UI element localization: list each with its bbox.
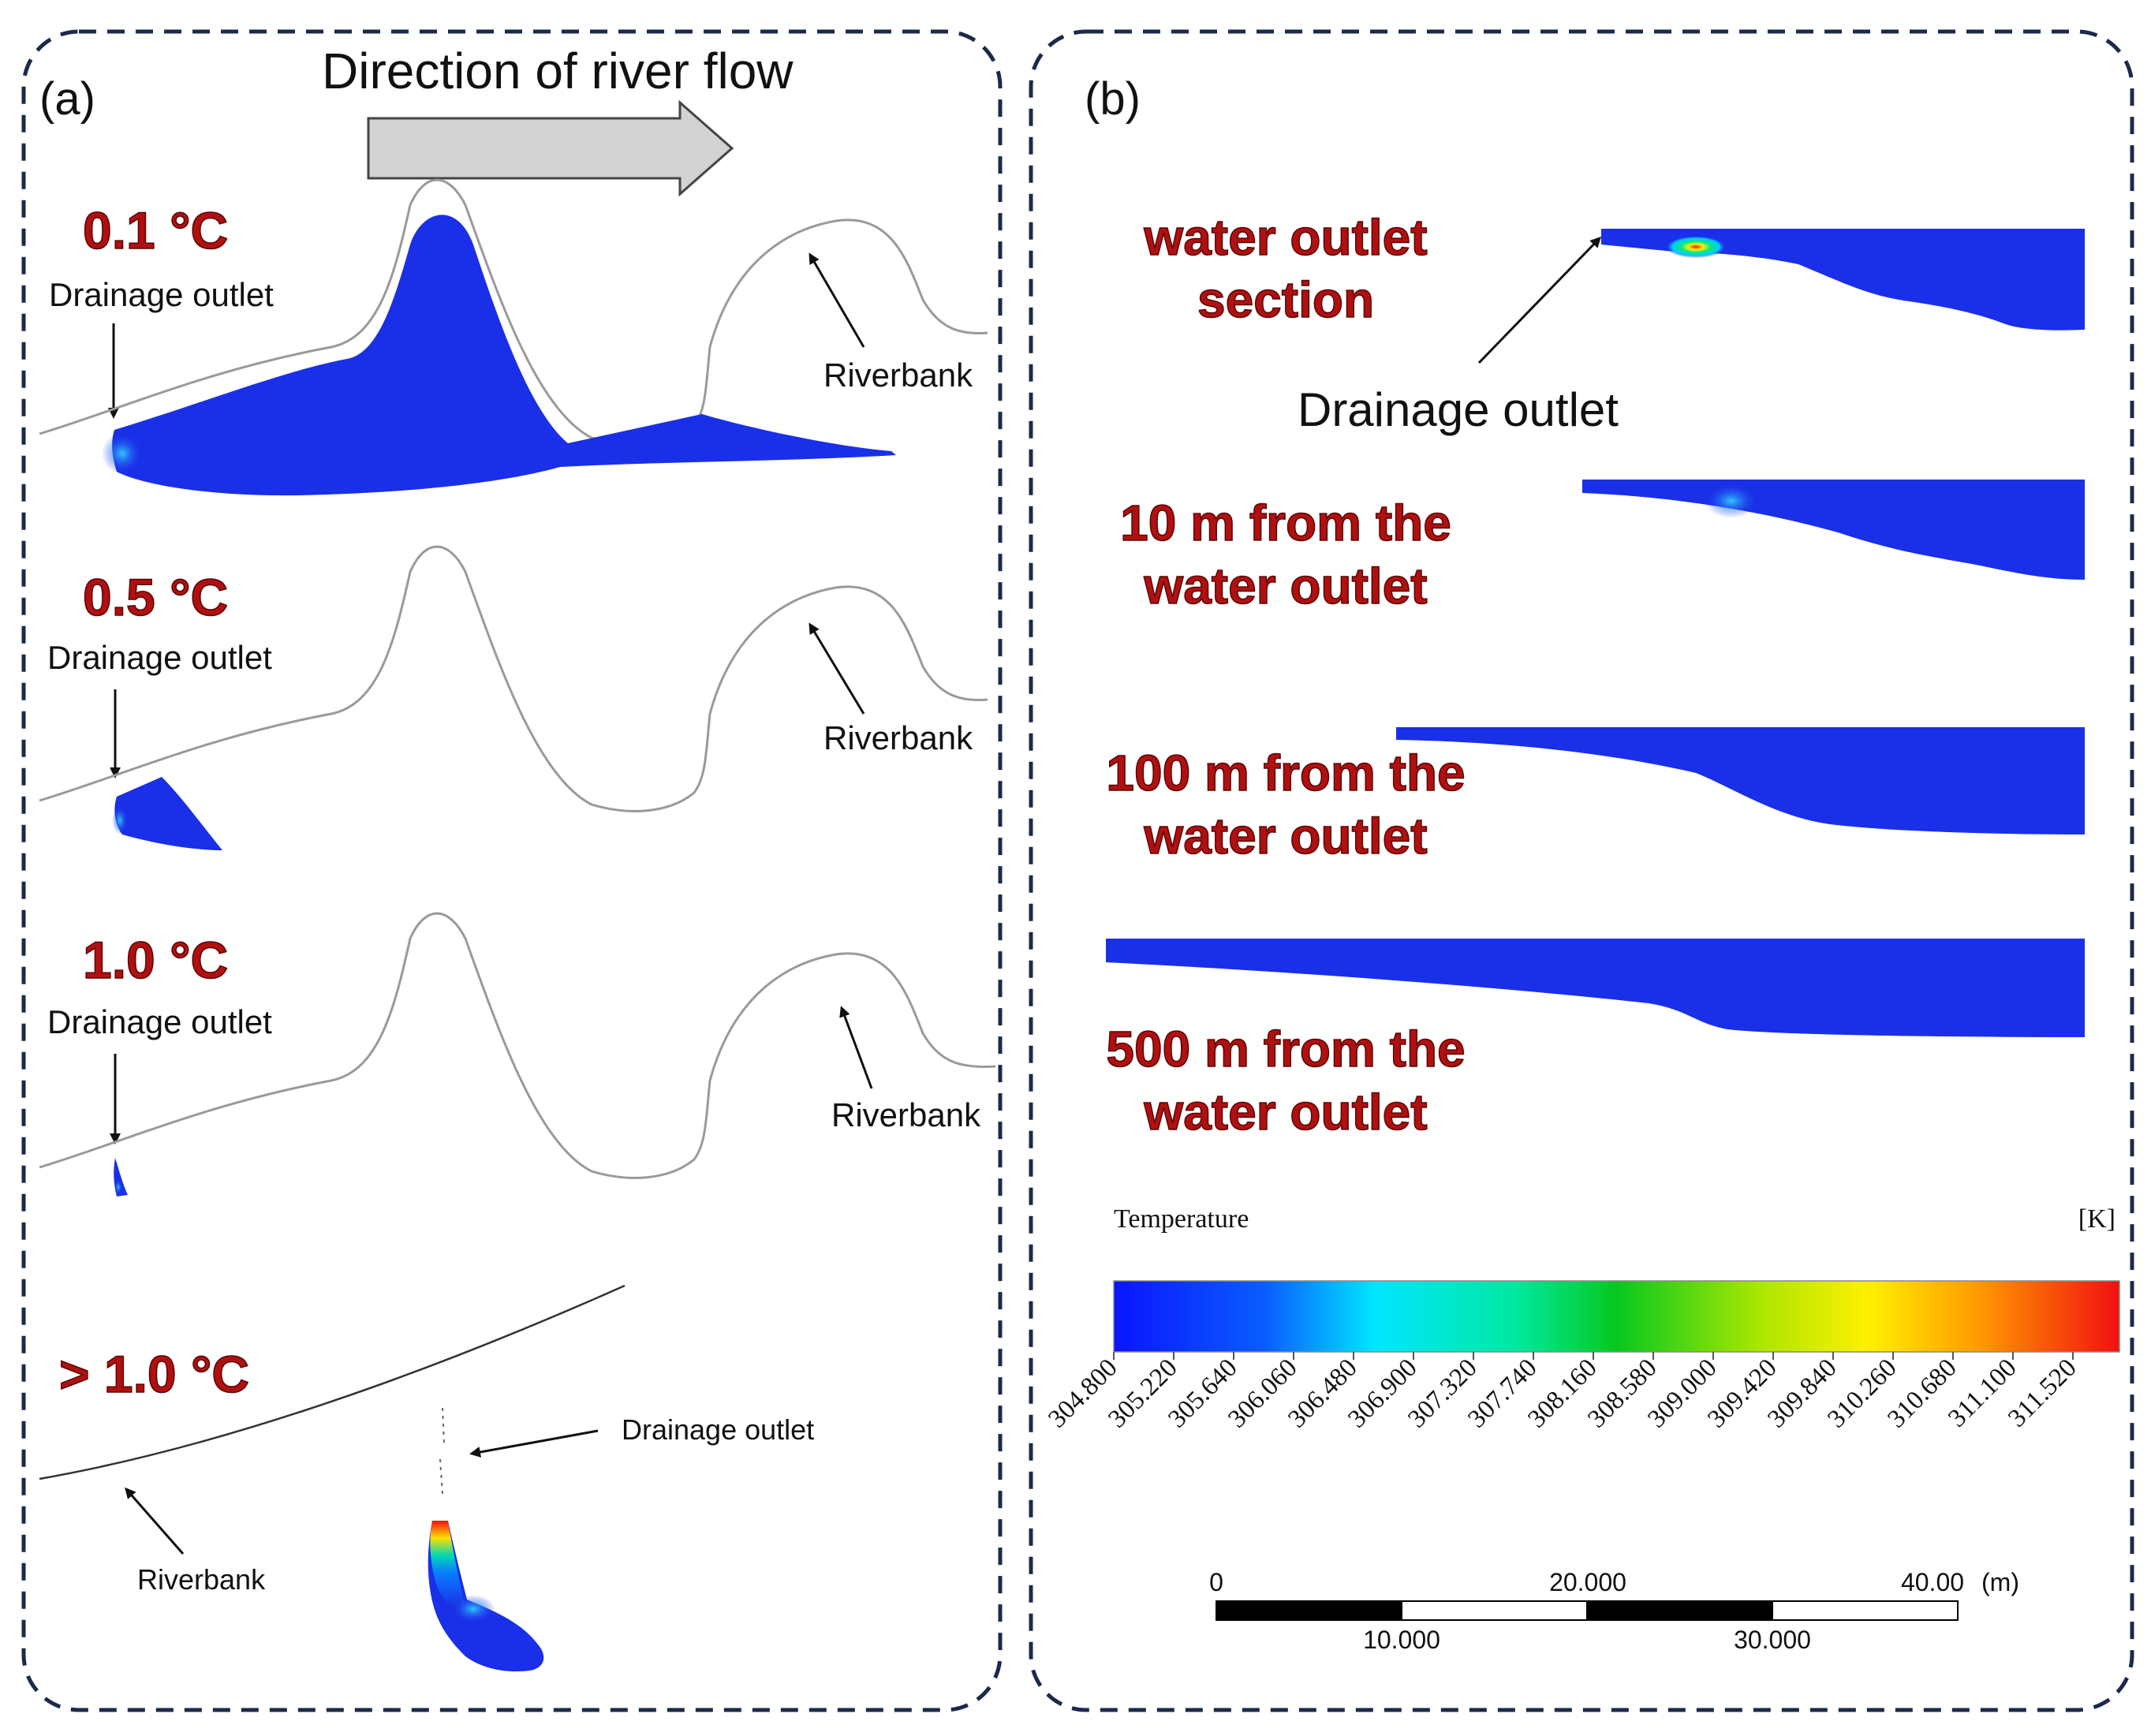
scale-segment-4 <box>1772 1600 1959 1621</box>
riverbank-pointer-arrow <box>125 1487 185 1555</box>
cross-section <box>1396 727 2085 834</box>
section-100m: 100 m from the water outlet <box>1106 727 2085 865</box>
section-label-line2: section <box>1197 271 1374 328</box>
warm-spot <box>102 433 143 474</box>
scale-segment-1 <box>1216 1600 1402 1621</box>
colorbar-gradient <box>1113 1280 2120 1353</box>
scale-segment-2 <box>1401 1600 1588 1621</box>
row-0.5: 0.5 °C Drainage outlet Riverbank <box>39 545 988 850</box>
section-label-line2: water outlet <box>1143 1084 1427 1141</box>
riverbank-pointer-arrow <box>808 622 865 715</box>
riverbank-label: Riverbank <box>137 1563 266 1596</box>
cross-section <box>1601 229 2085 330</box>
outlet-trace <box>439 1407 445 1495</box>
warm-spot <box>1705 483 1758 518</box>
riverbank-label: Riverbank <box>831 1096 981 1133</box>
colorbar-title: Temperature <box>1114 1204 1249 1234</box>
section-label-line1: 100 m from the <box>1106 745 1465 801</box>
row-gt-1.0: > 1.0 °C Riverbank Drainage outlet <box>39 1284 814 1672</box>
panel-a-frame <box>21 29 1003 1712</box>
panel-b-frame <box>1029 29 2134 1712</box>
warm-spot <box>451 1595 495 1623</box>
drainage-outlet-label: Drainage outlet <box>49 276 274 313</box>
row-1.0: 1.0 °C Drainage outlet Riverbank <box>39 912 996 1197</box>
cross-section <box>1106 939 2085 1037</box>
hot-core <box>430 1521 465 1608</box>
section-label-line1: water outlet <box>1143 209 1427 266</box>
scale-label-40: 40.00 <box>1901 1568 1964 1596</box>
cross-section <box>1582 480 2085 580</box>
riverbank-outline <box>39 545 988 812</box>
threshold-label: 1.0 °C <box>83 931 228 989</box>
warm-spot <box>112 806 128 834</box>
section-10m: 10 m from the water outlet <box>1119 480 2085 615</box>
thermal-plume <box>428 1521 544 1672</box>
section-label-line2: water outlet <box>1143 558 1427 614</box>
riverbank-outline <box>39 178 988 446</box>
flow-title: Direction of river flow <box>322 43 794 99</box>
section-label-line1: 500 m from the <box>1106 1021 1465 1077</box>
threshold-label: > 1.0 °C <box>59 1345 249 1403</box>
warm-spot <box>114 1180 122 1194</box>
drainage-outlet-label: Drainage outlet <box>47 639 272 676</box>
thermal-plume <box>112 215 896 496</box>
outlet-stub <box>1601 229 1668 245</box>
threshold-label: 0.1 °C <box>83 201 228 259</box>
drainage-outlet-label: Drainage outlet <box>1298 383 1619 436</box>
riverbank-outline <box>39 1284 626 1480</box>
colorbar: Temperature [K] 304.800305.220305.640306… <box>1043 1204 2120 1433</box>
colorbar-tick-label: 310.680 <box>1882 1353 1962 1433</box>
scale-bar: 0 20.000 40.00 (m) 10.000 30.000 <box>1209 1568 2019 1654</box>
scale-label-10: 10.000 <box>1363 1626 1440 1654</box>
outlet-pointer-arrow <box>1477 236 1602 364</box>
scale-label-0: 0 <box>1209 1568 1223 1596</box>
riverbank-label: Riverbank <box>823 719 973 756</box>
colorbar-ticks: 304.800305.220305.640306.060306.480306.9… <box>1043 1352 2082 1433</box>
colorbar-tick-label: 311.520 <box>2003 1353 2082 1432</box>
outlet-pointer-arrow <box>469 1429 599 1458</box>
section-label-line2: water outlet <box>1143 808 1427 864</box>
riverbank-label: Riverbank <box>823 357 973 394</box>
scale-segment-3 <box>1586 1600 1773 1621</box>
section-500m: 500 m from the water outlet <box>1106 939 2085 1141</box>
riverbank-pointer-arrow <box>808 252 865 348</box>
hot-spot <box>1666 236 1726 258</box>
drainage-outlet-label: Drainage outlet <box>622 1413 814 1446</box>
riverbank-pointer-arrow <box>839 1006 873 1089</box>
riverbank-outline <box>39 912 996 1179</box>
flow-direction-arrow <box>367 99 734 197</box>
section-water-outlet: water outlet section Drainage outlet <box>1143 208 2085 436</box>
drainage-outlet-label: Drainage outlet <box>47 1003 272 1040</box>
threshold-label: 0.5 °C <box>83 568 228 626</box>
scale-label-20: 20.000 <box>1549 1568 1626 1596</box>
scale-unit: (m) <box>1981 1568 2019 1596</box>
colorbar-unit: [K] <box>2078 1204 2116 1234</box>
thermal-plume <box>114 777 222 850</box>
row-0.1: 0.1 °C Drainage outlet Riverbank <box>39 178 988 496</box>
panel-b-label: (b) <box>1085 73 1141 125</box>
panel-a-label: (a) <box>39 73 95 125</box>
section-label-line1: 10 m from the <box>1120 495 1451 551</box>
scale-label-30: 30.000 <box>1734 1626 1811 1654</box>
